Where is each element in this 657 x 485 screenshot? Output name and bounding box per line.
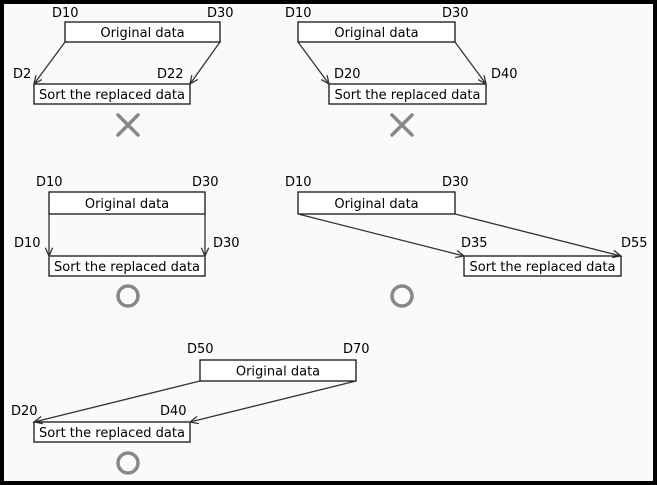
- source-end-label-1: D30: [207, 6, 234, 21]
- source-end-label-2: D30: [442, 6, 469, 21]
- dest-start-label-5: D20: [11, 404, 38, 419]
- dest-end-label-5: D40: [160, 404, 187, 419]
- original-data-label-2: Original data: [334, 26, 418, 41]
- sorted-data-box-3: [48, 255, 206, 277]
- sorted-data-label-3: Sort the replaced data: [54, 260, 200, 275]
- invalid-cross-icon-1-b: [116, 113, 140, 137]
- dest-start-label-4: D35: [461, 236, 488, 251]
- dest-end-label-4: D55: [621, 236, 648, 251]
- sorted-data-label-5: Sort the replaced data: [39, 426, 185, 441]
- arrow-start-3-head: [44, 247, 54, 258]
- original-data-box-5: [199, 359, 357, 382]
- arrow-start-2-head: [320, 75, 330, 86]
- original-data-box-1: [64, 21, 221, 43]
- sorted-data-box-2: [328, 83, 487, 105]
- arrow-end-2: [454, 41, 487, 85]
- arrow-start-4-head: [455, 249, 466, 259]
- arrow-start-5-head: [32, 415, 43, 425]
- dest-end-label-3: D30: [213, 236, 240, 251]
- valid-circle-icon-3: [116, 284, 140, 308]
- arrow-end-5-head: [188, 415, 199, 425]
- sorted-data-label-1: Sort the replaced data: [39, 88, 185, 103]
- dest-end-label-2: D40: [491, 67, 518, 82]
- arrow-end-2-head: [477, 75, 487, 86]
- valid-circle-icon-4: [390, 284, 414, 308]
- valid-circle-icon-5: [116, 451, 140, 475]
- sorted-data-box-1: [33, 83, 191, 105]
- arrow-end-4-head: [612, 249, 623, 259]
- arrow-start-1-head: [33, 75, 43, 86]
- source-end-label-3: D30: [192, 175, 219, 190]
- original-data-label-1: Original data: [100, 26, 184, 41]
- dest-start-label-3: D10: [14, 236, 41, 251]
- original-data-label-4: Original data: [334, 197, 418, 212]
- source-start-label-5: D50: [187, 342, 214, 357]
- sorted-data-label-4: Sort the replaced data: [470, 260, 616, 275]
- source-end-label-5: D70: [343, 342, 370, 357]
- sorted-data-box-5: [33, 421, 191, 443]
- source-start-label-4: D10: [285, 175, 312, 190]
- arrow-start-1: [33, 41, 66, 85]
- dest-start-label-1: D2: [13, 67, 31, 82]
- source-start-label-1: D10: [52, 6, 79, 21]
- arrow-end-1-head: [189, 75, 199, 86]
- original-data-box-2: [297, 21, 456, 43]
- source-start-label-3: D10: [36, 175, 63, 190]
- arrow-end-4: [454, 213, 622, 257]
- arrow-end-3-head: [200, 247, 210, 258]
- dest-start-label-2: D20: [334, 67, 361, 82]
- arrow-end-1: [189, 41, 221, 85]
- original-data-box-3: [48, 191, 206, 215]
- invalid-cross-icon-2-b: [390, 113, 414, 137]
- arrow-start-5: [33, 380, 201, 423]
- sorted-data-label-2: Sort the replaced data: [335, 88, 481, 103]
- original-data-box-4: [297, 191, 456, 215]
- sorted-data-box-4: [463, 255, 622, 277]
- arrow-start-4: [297, 213, 465, 257]
- original-data-label-5: Original data: [236, 365, 320, 380]
- arrow-start-2: [297, 41, 330, 85]
- original-data-label-3: Original data: [85, 197, 169, 212]
- dest-end-label-1: D22: [157, 67, 184, 82]
- source-start-label-2: D10: [285, 6, 312, 21]
- source-end-label-4: D30: [442, 175, 469, 190]
- arrow-end-5: [189, 380, 357, 423]
